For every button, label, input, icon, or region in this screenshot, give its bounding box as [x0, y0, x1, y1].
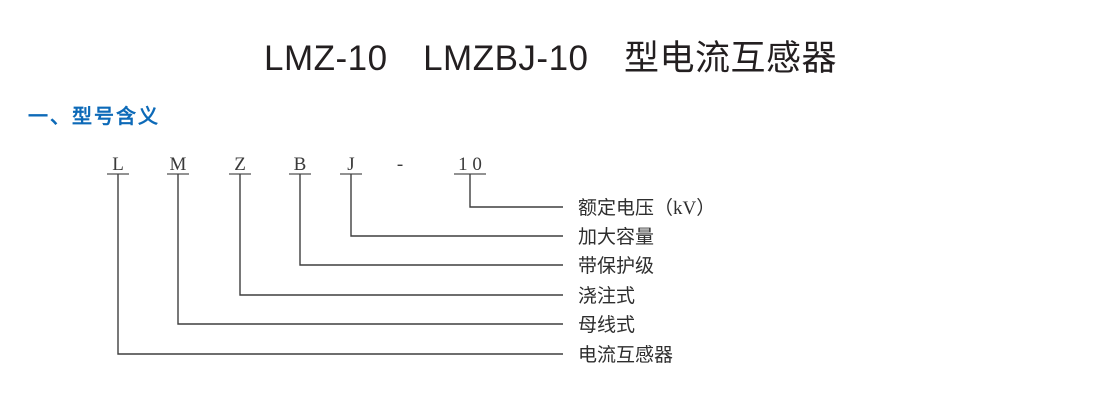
- callout-label-rated-voltage: 额定电压（kV）: [578, 197, 715, 219]
- code-character: L: [112, 154, 124, 175]
- leader-line-enlarged-capacity: [350, 174, 563, 237]
- code-character: -: [397, 154, 403, 175]
- callout-label-cast-type: 浇注式: [578, 285, 635, 307]
- code-character: M: [170, 154, 187, 175]
- callout-label-enlarged-capacity: 加大容量: [578, 226, 654, 248]
- page-title: LMZ-10 LMZBJ-10 型电流互感器: [263, 39, 838, 78]
- leader-line-busbar-type: [177, 174, 563, 325]
- section-heading: 一、型号含义: [28, 106, 160, 128]
- callout-label-protection-class: 带保护级: [578, 255, 654, 277]
- leader-line-rated-voltage: [469, 174, 563, 208]
- callout-label-busbar-type: 母线式: [578, 314, 635, 336]
- code-character: Z: [234, 154, 246, 175]
- leader-line-current-transformer: [117, 174, 563, 355]
- leader-lines-group: [117, 174, 563, 355]
- code-character: B: [294, 154, 307, 175]
- leader-line-protection-class: [299, 174, 563, 266]
- code-character: 1 0: [458, 154, 482, 175]
- callout-label-current-transformer: 电流互感器: [578, 344, 673, 366]
- code-character: J: [347, 154, 354, 175]
- code-characters-group: L M Z B J - 1 0: [107, 154, 486, 175]
- leader-line-cast-type: [239, 174, 563, 296]
